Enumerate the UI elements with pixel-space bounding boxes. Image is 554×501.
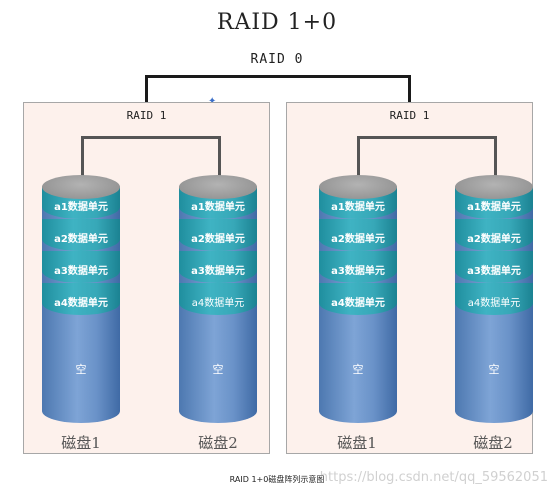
raid0-connector-top [145,75,411,78]
data-unit: a2数据单元 [179,219,257,251]
mirror-bracket-right [494,136,497,176]
disk-name-label: 磁盘2 [473,434,513,452]
disk-top [179,175,257,199]
data-unit: a2数据单元 [319,219,397,251]
data-unit: a2数据单元 [455,219,533,251]
disk-top [42,175,120,199]
raid1-group-2: RAID 1 a1数据单元 a2数据单元 a3数据单元 a4数据单元 空 a1数… [286,102,533,454]
data-unit: a4数据单元 [455,283,533,315]
disk-name-label: 磁盘1 [61,434,101,452]
disk-name-label: 磁盘1 [337,434,377,452]
empty-space-label: 空 [75,363,87,376]
raid1-group-label: RAID 1 [126,109,167,122]
disk-top [455,175,533,199]
raid0-connector-right [408,75,411,103]
raid1-group-1: RAID 1 a1数据单元 a2数据单元 a3数据单元 a4数据单元 空 a1数… [23,102,270,454]
disk-name-label: 磁盘2 [198,434,238,452]
empty-space-label: 空 [488,363,500,376]
raid1-group-label: RAID 1 [389,109,430,122]
disk: a1数据单元 a2数据单元 a3数据单元 a4数据单元 空 [455,175,533,423]
disk: a1数据单元 a2数据单元 a3数据单元 a4数据单元 空 [319,175,397,423]
data-unit: a4数据单元 [42,283,120,315]
raid0-label: RAID 0 [250,52,304,67]
data-unit: a4数据单元 [319,283,397,315]
data-unit: a3数据单元 [179,251,257,283]
data-unit: a2数据单元 [42,219,120,251]
disk-top [319,175,397,199]
mirror-bracket-left [357,136,360,176]
raid0-connector-left [145,75,148,103]
mirror-bracket-right [218,136,221,176]
watermark: https://blog.csdn.net/qq_59562051 [319,470,548,485]
data-unit: a3数据单元 [42,251,120,283]
figure-caption: RAID 1+0磁盘阵列示意图 [229,475,325,484]
data-unit: a3数据单元 [319,251,397,283]
empty-space-label: 空 [212,363,224,376]
data-unit: a3数据单元 [455,251,533,283]
disk: a1数据单元 a2数据单元 a3数据单元 a4数据单元 空 [42,175,120,423]
diagram-title: RAID 1+0 [216,10,338,35]
cursor-plus-icon: ✦ [208,96,216,107]
mirror-bracket-top [81,136,221,139]
data-unit: a4数据单元 [179,283,257,315]
empty-space-label: 空 [352,363,364,376]
disk: a1数据单元 a2数据单元 a3数据单元 a4数据单元 空 [179,175,257,423]
mirror-bracket-top [357,136,497,139]
mirror-bracket-left [81,136,84,176]
